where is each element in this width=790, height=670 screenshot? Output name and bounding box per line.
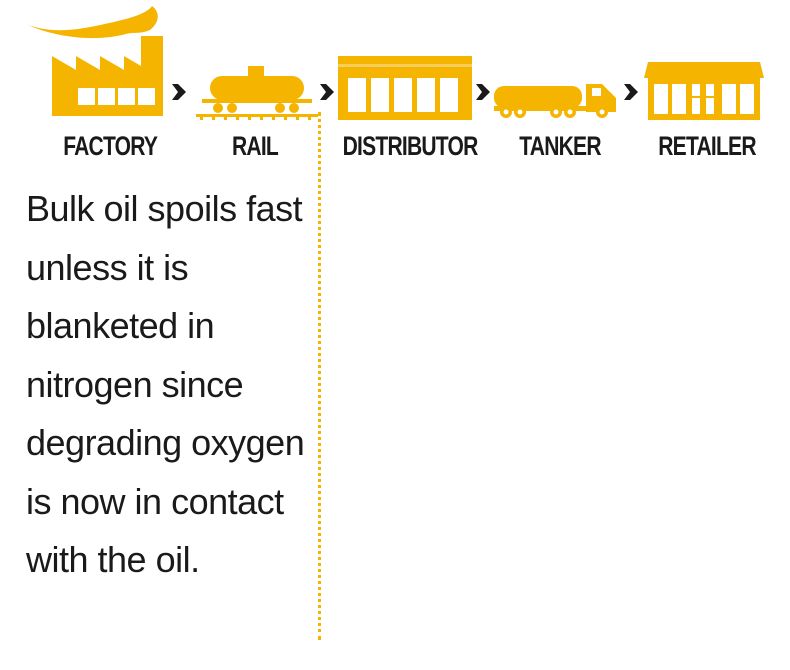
stage-label-tanker: TANKER bbox=[519, 131, 601, 161]
stage-label-rail: RAIL bbox=[231, 131, 279, 161]
stage-label-retailer: RETAILER bbox=[658, 131, 756, 161]
dotted-divider bbox=[318, 112, 321, 640]
factory-icon bbox=[26, 6, 168, 116]
stage-label-factory: FACTORY bbox=[63, 131, 158, 161]
stage-label-distributor: DISTRIBUTOR bbox=[342, 131, 479, 161]
arrow-right-icon bbox=[320, 82, 334, 107]
arrow-right-icon bbox=[476, 82, 490, 107]
tanker-truck-icon bbox=[494, 78, 618, 120]
arrow-right-icon bbox=[172, 82, 186, 107]
warehouse-icon bbox=[338, 56, 472, 120]
arrow-right-icon bbox=[624, 82, 638, 107]
store-icon bbox=[644, 62, 764, 120]
explanation-text: Bulk oil spoils fast unless it is blanke… bbox=[26, 188, 305, 580]
rail-tank-car-icon bbox=[196, 66, 318, 120]
